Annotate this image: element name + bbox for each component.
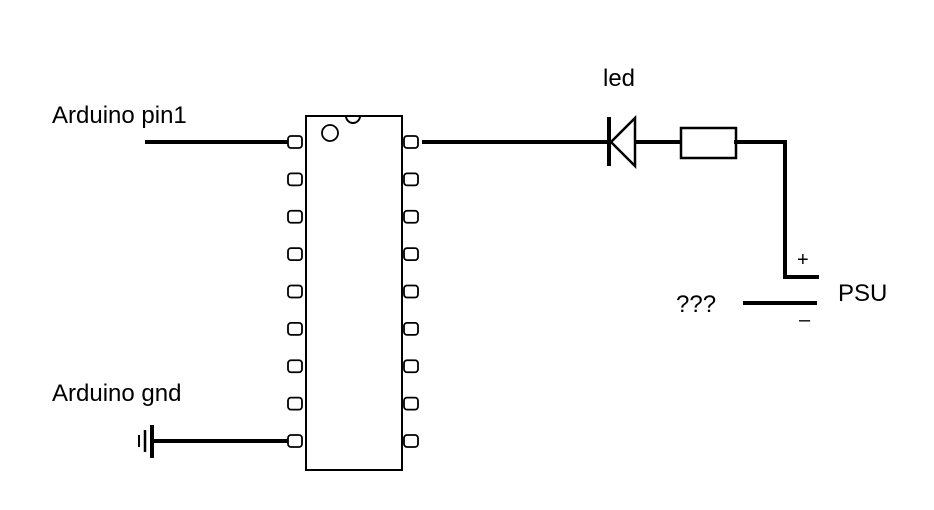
ic-pin-left-4: [287, 247, 303, 262]
psu-label: PSU: [838, 280, 887, 307]
ic-pin-right-4: [403, 247, 419, 262]
arduino-gnd-label: Arduino gnd: [52, 380, 181, 407]
ic-body: [305, 115, 403, 471]
unknown-connection-label: ???: [676, 291, 716, 318]
led-label: led: [603, 65, 635, 92]
ic-left-pins: [287, 135, 303, 448]
led-diode-icon: [607, 114, 637, 170]
resistor-icon: [679, 126, 738, 160]
ic-pin-right-2: [403, 172, 419, 187]
ic-pin-right-3: [403, 209, 419, 224]
ic-pin-right-5: [403, 284, 419, 299]
ic-notch: [345, 115, 361, 124]
ic-pin-left-5: [287, 284, 303, 299]
resistor-to-psu-wire: [734, 140, 819, 279]
ic-pin-right-8: [403, 396, 419, 411]
ground-symbol-icon: [138, 425, 154, 458]
ic-pin-left-2: [287, 172, 303, 187]
ic-pin-right-6: [403, 321, 419, 336]
pin1-marker: [321, 124, 339, 142]
ic-pin-left-8: [287, 396, 303, 411]
ic-pin-left-9: [287, 434, 303, 448]
psu-plus-sign: +: [797, 249, 809, 271]
ic-pin-left-1: [287, 135, 303, 149]
psu-minus-sign: –: [799, 309, 811, 331]
ic-right-pins: [403, 135, 419, 448]
arduino-pin1-label: Arduino pin1: [52, 102, 187, 129]
ic-pin-right-9: [403, 434, 419, 448]
ic-pin-left-7: [287, 359, 303, 374]
ic-pin-right-1: [403, 135, 419, 149]
ic-pin-right-7: [403, 359, 419, 374]
ic-chip: [287, 115, 419, 471]
ic-pin-left-3: [287, 209, 303, 224]
ic-pin-left-6: [287, 321, 303, 336]
